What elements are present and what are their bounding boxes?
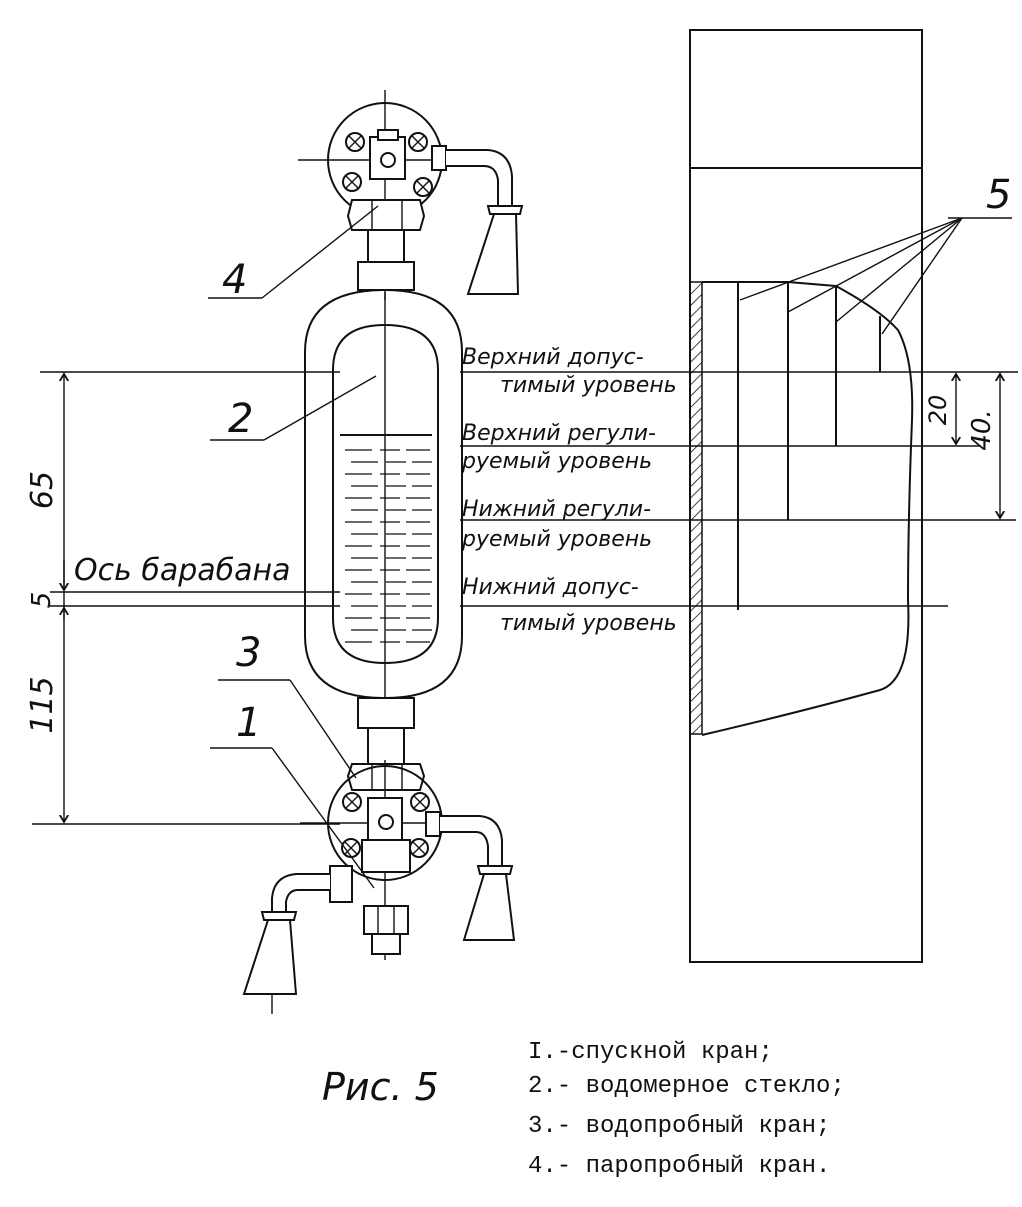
dimension-lines bbox=[64, 374, 1000, 822]
drum-axis-label: Ось барабана bbox=[74, 553, 291, 588]
bolt-icon bbox=[341, 792, 430, 858]
label-lower-regulated-2: руемый уровень bbox=[461, 527, 652, 552]
gauge-glass bbox=[304, 288, 463, 700]
callout-3: 3 bbox=[236, 630, 261, 676]
callout-4: 4 bbox=[222, 257, 247, 303]
steam-test-valve bbox=[298, 90, 524, 300]
callout-leaders bbox=[208, 205, 379, 889]
label-upper-regulated-1: Верхний регули- bbox=[462, 421, 656, 446]
dim-40: 40. bbox=[967, 409, 997, 450]
legend-item-2: 2.- водомерное стекло; bbox=[528, 1073, 845, 1100]
drain-and-water-test-valve bbox=[242, 697, 516, 1014]
dim-115: 115 bbox=[25, 676, 60, 733]
label-upper-permissible-2: тимый уровень bbox=[500, 373, 677, 398]
callout-5: 5 bbox=[986, 172, 1011, 218]
legend-item-3: 3.- водопробный кран; bbox=[528, 1113, 830, 1140]
label-lower-permissible-1: Нижний допус- bbox=[462, 575, 639, 600]
label-lower-regulated-1: Нижний регули- bbox=[462, 497, 651, 522]
dim-20: 20 bbox=[924, 395, 952, 426]
figure-caption: Рис. 5 bbox=[322, 1065, 439, 1109]
label-upper-permissible-1: Верхний допус- bbox=[462, 345, 644, 370]
legend-item-4: 4.- паропробный кран. bbox=[528, 1153, 830, 1180]
dim-65: 65 bbox=[25, 471, 60, 509]
label-lower-permissible-2: тимый уровень bbox=[500, 611, 677, 636]
water-level-hatch bbox=[345, 449, 432, 643]
level-lines bbox=[32, 371, 1018, 825]
legend-item-1: I.-спускной кран; bbox=[528, 1039, 773, 1066]
boiler-drum bbox=[689, 29, 1012, 963]
bolt-icon bbox=[342, 132, 433, 197]
callout-2: 2 bbox=[228, 396, 253, 442]
callout-1: 1 bbox=[236, 700, 261, 746]
dim-5: 5 bbox=[27, 592, 57, 609]
label-upper-regulated-2: руемый уровень bbox=[461, 449, 652, 474]
